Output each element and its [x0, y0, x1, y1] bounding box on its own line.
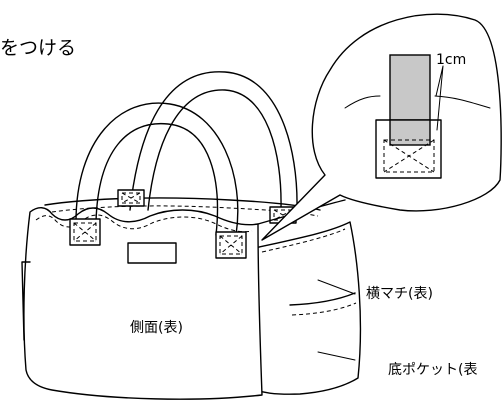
- front-label-patch: [127, 242, 177, 264]
- label-bottom-pocket: 底ポケット(表: [388, 362, 477, 378]
- leader-pocket: [317, 351, 356, 361]
- pocket-top-line: [289, 292, 356, 306]
- label-gusset: 横マチ(表): [366, 286, 433, 302]
- bag-illustration: [21, 71, 362, 400]
- back-handle: [129, 71, 298, 211]
- detail-callout: 1cm: [261, 13, 502, 241]
- leader-gusset: [317, 279, 356, 295]
- heading-text: をつける: [0, 37, 76, 59]
- left-side-edge: [21, 261, 31, 341]
- front-panel: [23, 207, 263, 400]
- back-rim: [44, 197, 321, 211]
- front-handle: [75, 102, 239, 236]
- label-side-panel: 側面(表): [130, 320, 183, 336]
- measure-text: 1cm: [436, 52, 466, 68]
- measure-pointer: [435, 65, 444, 131]
- gusset-panel: [254, 221, 362, 395]
